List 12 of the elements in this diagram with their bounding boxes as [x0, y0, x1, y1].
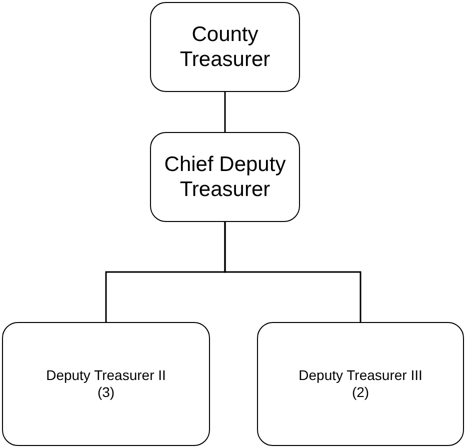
staff-count: (3) [97, 384, 115, 401]
connector-line [224, 222, 362, 322]
staff-count: (2) [352, 384, 370, 401]
position-title: Deputy Treasurer II [46, 367, 166, 384]
position-title: Chief Deputy Treasurer [163, 152, 287, 202]
position-title: County Treasurer [178, 22, 272, 72]
position-title: Deputy Treasurer III [298, 367, 422, 384]
position-box [150, 132, 300, 222]
position-box [2, 322, 210, 446]
connector-line [224, 92, 226, 132]
position-box [257, 322, 464, 446]
position-box [150, 2, 300, 92]
